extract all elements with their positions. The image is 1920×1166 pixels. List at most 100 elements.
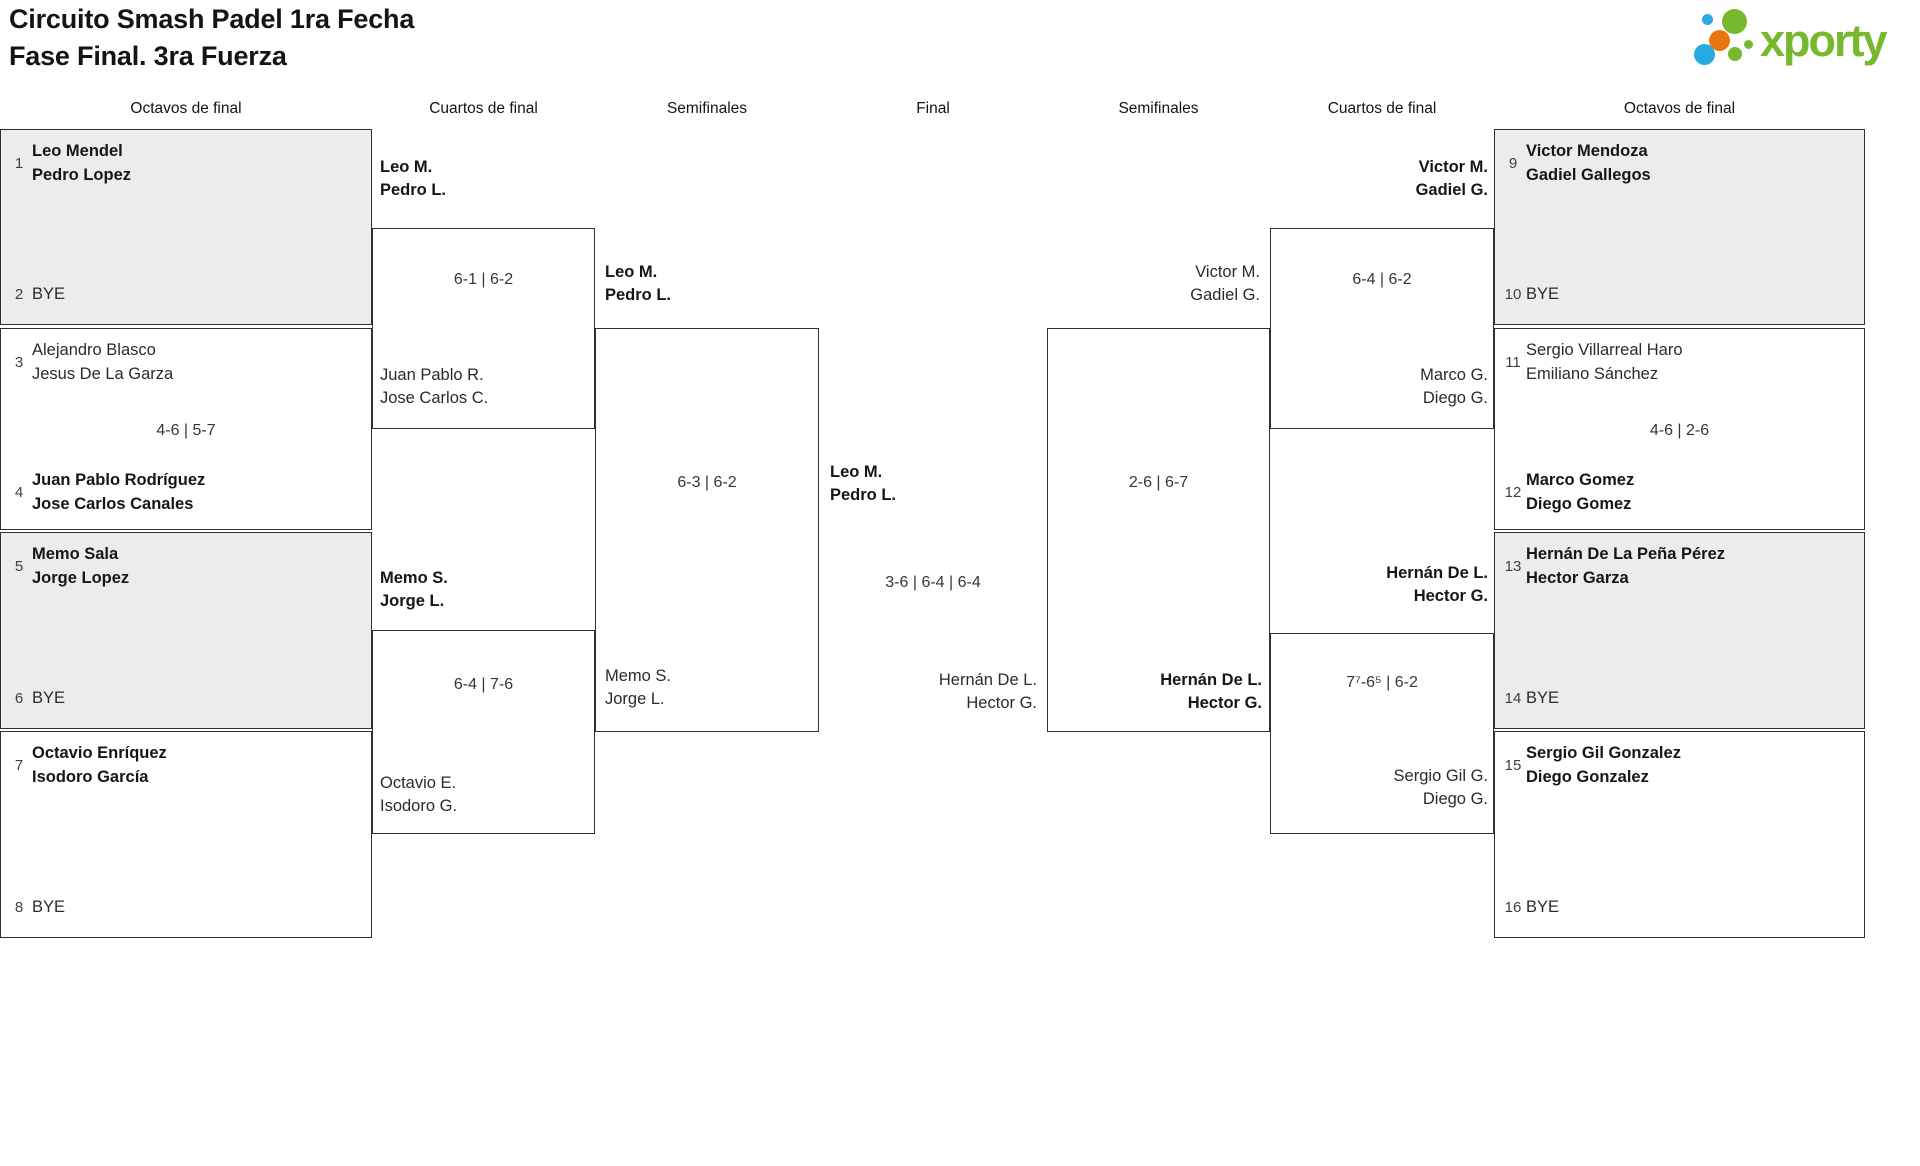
seed-number: 15 <box>1504 756 1522 774</box>
match-score-final: 3-6 | 6-4 | 6-4 <box>885 574 981 591</box>
seed-number: 6 <box>14 689 24 707</box>
participant-label-qr1-p2: Marco G. Diego G. <box>1420 366 1488 407</box>
match-score-qr2: 7⁷-6⁵ | 6-2 <box>1346 674 1418 691</box>
match-score-ql1: 6-1 | 6-2 <box>453 271 514 288</box>
participant-row: 4 Juan Pablo Rodríguez Jose Carlos Canal… <box>1 468 371 516</box>
octavos-match-7-box: 13 Hernán De La Peña Pérez Hector Garza … <box>1494 532 1865 729</box>
participant-row: 11 Sergio Villarreal Haro Emiliano Sánch… <box>1495 338 1864 386</box>
tournament-title-line2: Fase Final. 3ra Fuerza <box>9 41 287 71</box>
participant-label-sfr-p2: Hernán De L. Hector G. <box>1160 671 1262 712</box>
xporty-logo[interactable]: xporty <box>1692 6 1920 70</box>
round-header-octavos-left: Octavos de final <box>130 100 242 117</box>
participant-row: 9 Victor Mendoza Gadiel Gallegos <box>1495 139 1864 187</box>
seed-number: 7 <box>14 756 24 774</box>
bye-label: BYE <box>1526 285 1560 303</box>
participant-label-qr2-p1: Hernán De L. Hector G. <box>1386 564 1488 605</box>
participant-name: Sergio Gil Gonzalez <box>1526 744 1681 762</box>
octavos-match-4-box: 7 Octavio Enríquez Isodoro García 8 BYE <box>0 731 372 938</box>
participant-row: 13 Hernán De La Peña Pérez Hector Garza <box>1495 542 1864 590</box>
bye-label: BYE <box>32 898 66 916</box>
seed-number: 1 <box>14 154 24 172</box>
octavos-match-3-box: 5 Memo Sala Jorge Lopez 6 BYE <box>0 532 372 729</box>
participant-label-final-runnerup: Hernán De L. Hector G. <box>938 671 1037 712</box>
participant-row: 8 BYE <box>1 895 371 919</box>
participant-name: Hernán De La Peña Pérez <box>1526 545 1725 563</box>
participant-name: Emiliano Sánchez <box>1526 365 1659 383</box>
participant-label-qr1-p1: Victor M. Gadiel G. <box>1415 158 1488 199</box>
octavos-match-5-box: 9 Victor Mendoza Gadiel Gallegos 10 BYE <box>1494 129 1865 325</box>
bye-label: BYE <box>32 285 66 303</box>
seed-number: 4 <box>14 483 24 501</box>
participant-row: 15 Sergio Gil Gonzalez Diego Gonzalez <box>1495 741 1864 789</box>
logo-dot-green-small <box>1728 47 1742 61</box>
logo-dot-orange <box>1709 30 1730 51</box>
participant-name: Jose Carlos Canales <box>32 495 194 513</box>
octavos-match-1-box: 1 Leo Mendel Pedro Lopez 2 BYE <box>0 129 372 325</box>
logo-dot-green-tiny <box>1744 40 1753 49</box>
participant-name: Jesus De La Garza <box>32 365 174 383</box>
logo-wordmark: xporty <box>1760 15 1888 66</box>
participant-label-ql1-p1: Leo M. Pedro L. <box>380 158 447 199</box>
participant-row: 16 BYE <box>1495 895 1864 919</box>
tournament-title-line1: Circuito Smash Padel 1ra Fecha <box>9 4 415 34</box>
connector-semifinal-left <box>595 328 819 732</box>
participant-name: Octavio Enríquez <box>32 744 167 762</box>
logo-dot-blue-medium <box>1694 44 1715 65</box>
seed-number: 14 <box>1504 689 1522 707</box>
seed-number: 13 <box>1504 557 1522 575</box>
participant-label-ql1-p2: Juan Pablo R. Jose Carlos C. <box>380 366 489 407</box>
seed-number: 3 <box>14 353 24 371</box>
participant-name: Diego Gonzalez <box>1526 768 1649 786</box>
participant-row: 3 Alejandro Blasco Jesus De La Garza <box>1 338 371 386</box>
participant-label-sfl-p1: Leo M. Pedro L. <box>605 263 672 304</box>
match-score-sfr: 2-6 | 6-7 <box>1128 474 1189 491</box>
round-header-semis-left: Semifinales <box>666 100 748 117</box>
participant-name: Diego Gomez <box>1526 495 1632 513</box>
logo-dot-blue-small <box>1702 14 1713 25</box>
participant-label-qr2-p2: Sergio Gil G. Diego G. <box>1393 767 1488 808</box>
bye-label: BYE <box>32 689 66 707</box>
round-header-cuartos-left: Cuartos de final <box>429 100 538 117</box>
round-header-final: Final <box>916 100 950 117</box>
bye-label: BYE <box>1526 898 1560 916</box>
round-header-semis-right: Semifinales <box>1118 100 1199 117</box>
match-score: 4-6 | 5-7 <box>156 422 216 439</box>
participant-name: Sergio Villarreal Haro <box>1526 341 1683 359</box>
participant-row: 7 Octavio Enríquez Isodoro García <box>1 741 371 789</box>
seed-number: 8 <box>14 898 24 916</box>
participant-row: 1 Leo Mendel Pedro Lopez <box>1 139 371 187</box>
participant-label-ql2-p2: Octavio E. Isodoro G. <box>380 774 458 815</box>
connector-quarterfinal-left-bottom <box>372 630 595 834</box>
participant-row: 5 Memo Sala Jorge Lopez <box>1 542 371 590</box>
seed-number: 5 <box>14 557 24 575</box>
bye-label: BYE <box>1526 689 1560 707</box>
octavos-match-8-box: 15 Sergio Gil Gonzalez Diego Gonzalez 16… <box>1494 731 1865 938</box>
tournament-title: Circuito Smash Padel 1ra Fecha Fase Fina… <box>9 1 414 75</box>
participant-name: Jorge Lopez <box>32 569 130 587</box>
participant-name: Alejandro Blasco <box>32 341 156 359</box>
match-score-ql2: 6-4 | 7-6 <box>453 676 514 693</box>
participant-name: Gadiel Gallegos <box>1526 166 1651 184</box>
octavos-match-6-box: 11 Sergio Villarreal Haro Emiliano Sánch… <box>1494 328 1865 530</box>
seed-number: 16 <box>1504 898 1522 916</box>
participant-name: Juan Pablo Rodríguez <box>32 471 206 489</box>
connector-quarterfinal-left-top <box>372 228 595 429</box>
participant-label-sfl-p2: Memo S. Jorge L. <box>605 667 672 708</box>
round-header-octavos-right: Octavos de final <box>1623 100 1736 117</box>
participant-row: 14 BYE <box>1495 686 1864 710</box>
participant-row: 12 Marco Gomez Diego Gomez <box>1495 468 1864 516</box>
octavos-match-2-box: 3 Alejandro Blasco Jesus De La Garza 4-6… <box>0 328 372 530</box>
participant-name: Marco Gomez <box>1526 471 1635 489</box>
seed-number: 10 <box>1504 285 1522 303</box>
connector-quarterfinal-right-top <box>1270 228 1494 429</box>
participant-row: 2 BYE <box>1 282 371 306</box>
participant-row: 6 BYE <box>1 686 371 710</box>
match-score-qr1: 6-4 | 6-2 <box>1352 271 1412 288</box>
participant-name: Leo Mendel <box>32 142 123 160</box>
participant-label-final-winner: Leo M. Pedro L. <box>830 463 897 504</box>
connector-quarterfinal-right-bottom <box>1270 633 1494 834</box>
seed-number: 9 <box>1508 154 1518 172</box>
seed-number: 12 <box>1504 483 1522 501</box>
match-score-sfl: 6-3 | 6-2 <box>677 474 737 491</box>
